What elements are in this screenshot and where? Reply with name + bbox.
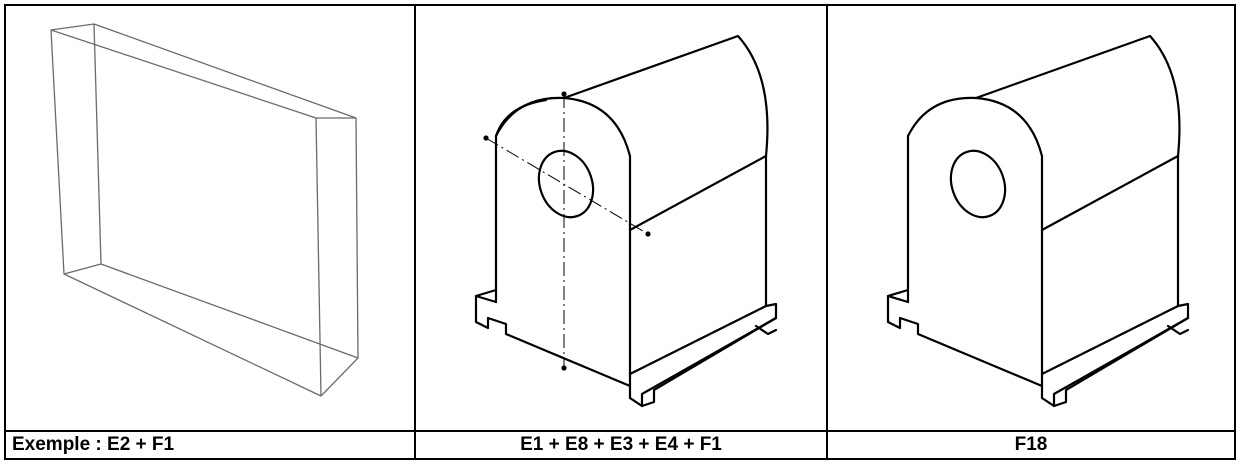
bearing-block-centerlines-drawing [474,34,778,408]
centerline-endpoint [645,231,651,237]
centerline-endpoint [483,135,489,141]
arch-top-edge [494,34,769,158]
base-notch-right [754,324,778,336]
box-edge [63,263,102,275]
centerline-endpoint [561,365,567,371]
box-edge [50,23,95,31]
base-right-edge [1052,316,1190,408]
base-right-edge [640,316,778,408]
base-left-top [886,288,910,298]
horizontal-centerline [485,137,649,235]
base-left-top [474,288,498,298]
centerline-endpoint [561,91,567,97]
caption-2: E1 + E8 + E3 + E4 + F1 [416,432,828,458]
panel-2 [416,6,828,430]
arch-top-edge [906,34,1181,158]
bore-hole [949,149,1007,219]
thin-box-drawing [50,23,359,397]
base-notch-right [1166,324,1190,336]
panel-1 [6,6,416,430]
figure-table: Exemple : E2 + F1 E1 + E8 + E3 + E4 + F1… [4,4,1236,460]
bearing-block-drawing [886,34,1190,408]
base-outline [474,294,778,408]
bore-hole [537,149,595,219]
top-box-edge [1040,154,1180,232]
front-arch-right-edge [974,96,1044,314]
box-back-face [93,23,359,359]
box-front-face [50,29,322,397]
caption-3: F18 [1014,434,1048,455]
base-top-edge [1040,304,1180,388]
front-arch-left [494,98,548,138]
top-box-edge [628,154,768,232]
base-top-edge [628,304,768,388]
base-outline [886,294,1190,408]
panel-3 [828,6,1234,430]
caption-row: Exemple : E2 + F1 E1 + E8 + E3 + E4 + F1… [6,430,1234,458]
front-arch-right-edge [562,96,632,314]
box-edge [320,357,359,397]
caption-1: Exemple : E2 + F1 [6,432,416,458]
